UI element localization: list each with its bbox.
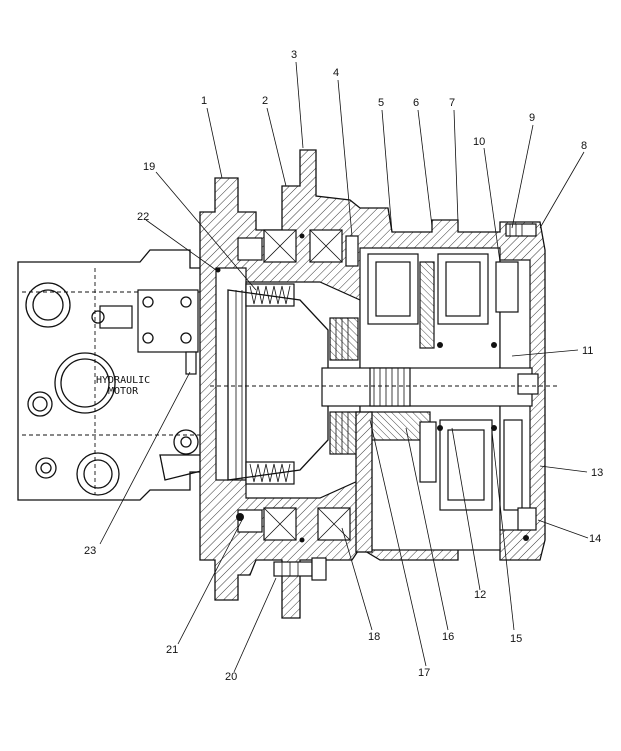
callout-21: 21: [166, 644, 178, 656]
callout-3: 3: [291, 49, 297, 61]
callout-15: 15: [510, 633, 522, 645]
callout-19: 19: [143, 161, 155, 173]
callout-labels: 1 2 3 4 5 6 7 8 9 10 11 12 13 14 15 16 1…: [84, 49, 603, 683]
lower-bearings: [237, 507, 351, 541]
callout-18: 18: [368, 631, 380, 643]
callout-10: 10: [473, 136, 485, 148]
callout-12: 12: [474, 589, 486, 601]
callout-11: 11: [582, 345, 593, 357]
callout-1: 1: [201, 95, 207, 107]
callout-9: 9: [529, 112, 535, 124]
brake-discs: [329, 317, 359, 455]
spring-assembly: [245, 283, 295, 485]
callout-23: 23: [84, 545, 96, 557]
motor-label-line2: MOTOR: [108, 386, 139, 397]
motor-label-line1: HYDRAULIC: [96, 375, 150, 386]
callout-17: 17: [418, 667, 430, 679]
upper-bearings: [237, 229, 359, 267]
callout-20: 20: [225, 671, 237, 683]
callout-4: 4: [333, 67, 339, 79]
callout-22: 22: [137, 211, 149, 223]
callout-5: 5: [378, 97, 384, 109]
callout-16: 16: [442, 631, 454, 643]
leader-lines: [99, 61, 589, 673]
input-shaft: [321, 367, 539, 407]
callout-14: 14: [589, 533, 601, 545]
callout-7: 7: [449, 97, 455, 109]
seals: [215, 233, 529, 543]
callout-6: 6: [413, 97, 419, 109]
callout-8: 8: [581, 140, 587, 152]
planet-gears-upper: [367, 253, 519, 349]
bolts: [273, 223, 537, 581]
hydraulic-motor: HYDRAULIC MOTOR: [17, 249, 211, 501]
callout-2: 2: [262, 95, 268, 107]
callout-13: 13: [591, 467, 603, 479]
brake-piston: [227, 289, 329, 481]
